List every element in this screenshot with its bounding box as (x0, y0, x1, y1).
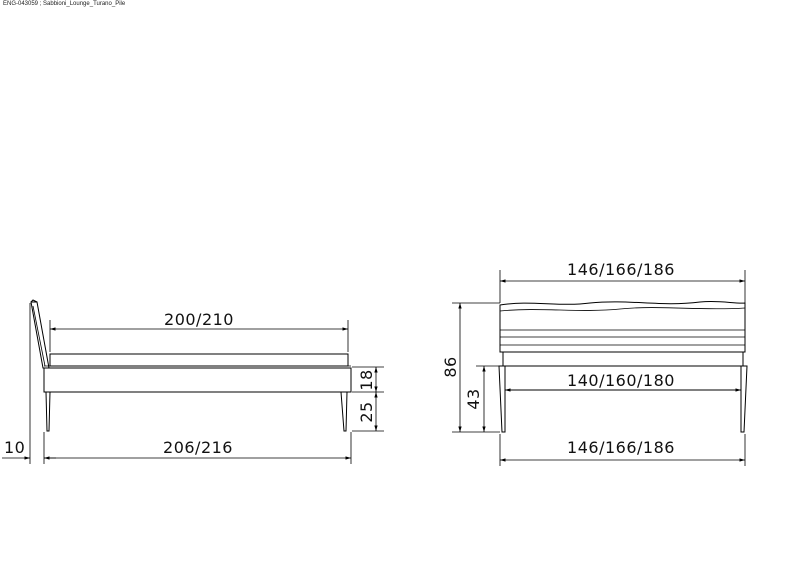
side-view: 200/210 206/216 10 18 25 (2, 299, 384, 464)
dim-inner-width: 140/160/180 (505, 371, 741, 392)
dim-top-width: 146/166/186 (499, 260, 746, 303)
dim-mattress-length: 200/210 (49, 310, 349, 352)
dim-bottom-width-label: 146/166/186 (567, 438, 675, 457)
dim-frame-height-label: 18 (357, 369, 376, 390)
dim-headboard-offset-label: 10 (4, 438, 25, 457)
headboard (30, 299, 50, 369)
side-legs (45, 391, 348, 432)
dim-top-width-label: 146/166/186 (567, 260, 675, 279)
side-frame (43, 365, 352, 393)
drawing-reference-label: ENG-043059 ; Sabbioni_Lounge_Turano_Pile (3, 1, 126, 7)
dim-inner-width-label: 140/160/180 (567, 371, 675, 390)
end-view: 146/166/186 140/160/180 146/166/186 86 4… (441, 260, 748, 466)
dim-end-heights: 86 43 (441, 302, 500, 433)
end-legs (498, 365, 748, 433)
dim-bottom-width: 146/166/186 (499, 434, 746, 466)
dim-overall-length-label: 206/216 (163, 438, 233, 457)
dim-overall-length: 206/216 (43, 432, 352, 464)
dim-mattress-length-label: 200/210 (164, 310, 234, 329)
dim-side-heights: 18 25 (352, 366, 384, 432)
dim-leg-height-label: 25 (357, 401, 376, 422)
side-mattress (49, 353, 349, 367)
dim-headboard-offset: 10 (2, 303, 56, 464)
dim-total-height-label: 86 (441, 356, 460, 377)
dim-frame-top-height-label: 43 (464, 388, 483, 409)
end-headboard (499, 300, 746, 353)
